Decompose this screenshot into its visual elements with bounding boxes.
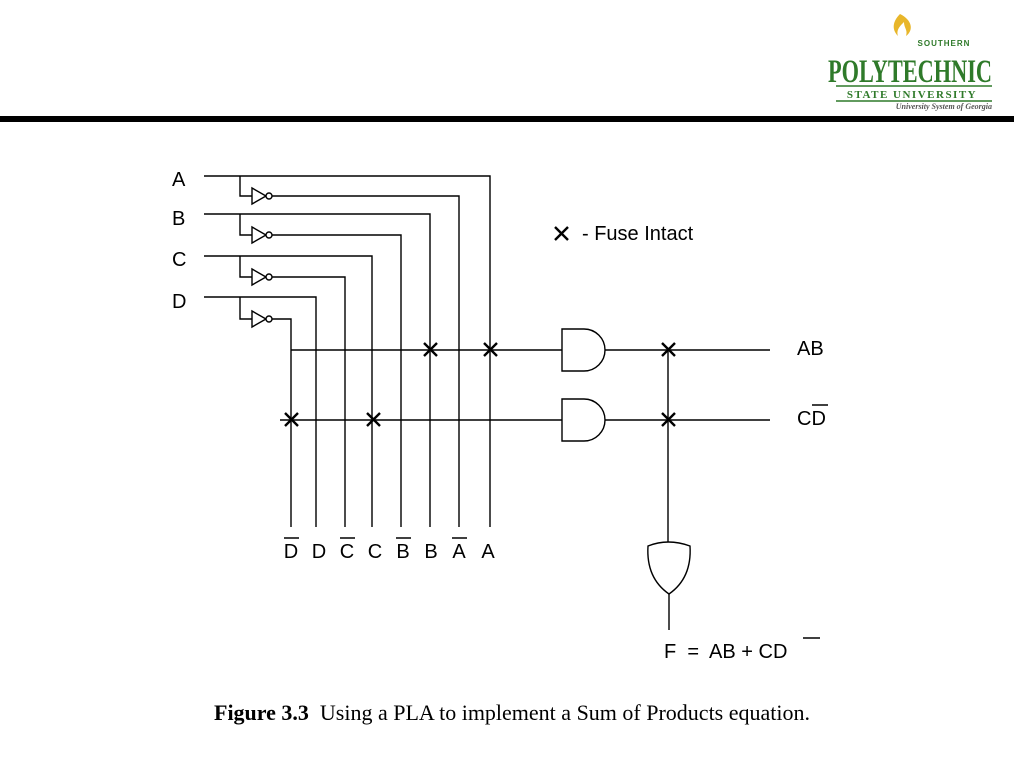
- and-gate-2: [561, 398, 606, 442]
- fuse-marks: [284, 342, 676, 427]
- inverter-d: [239, 297, 292, 527]
- and-gate-1: [561, 328, 606, 372]
- output-equation: F = AB + CD: [664, 641, 787, 663]
- output-equation-prefix: F = AB + C: [664, 641, 773, 663]
- figure-caption-text: Using a PLA to implement a Sum of Produc…: [319, 700, 810, 725]
- column-labels: D D C C B B A A: [284, 537, 495, 563]
- inverter-b: [239, 214, 402, 527]
- term-label-cd-prefix: C: [797, 408, 811, 430]
- column-label-a: A: [481, 541, 495, 563]
- polytechnic-logo: SOUTHERN POLYTECHNIC STATE UNIVERSITY Un…: [828, 14, 992, 111]
- inverter-c: [239, 256, 346, 527]
- fuse-mark: [483, 342, 498, 357]
- logo-main-text: POLYTECHNIC: [828, 54, 992, 90]
- column-label-not-a: A: [452, 541, 466, 563]
- term-label-ab: AB: [797, 338, 824, 360]
- figure-caption: Figure 3.3 Using a PLA to implement a Su…: [0, 700, 1024, 726]
- logo-sub-text: STATE UNIVERSITY: [847, 89, 977, 101]
- legend-text: - Fuse Intact: [582, 223, 694, 245]
- input-lines: [204, 175, 491, 527]
- fuse-mark: [366, 412, 381, 427]
- logo-tagline: University System of Georgia: [896, 102, 992, 111]
- term-label-cd-bar: D: [811, 408, 825, 430]
- input-label-c: C: [172, 249, 186, 271]
- term-label-cd: CD: [797, 408, 826, 430]
- input-label-b: B: [172, 208, 185, 230]
- flame-icon: [893, 14, 911, 36]
- column-label-c: C: [368, 541, 382, 563]
- fuse-mark: [661, 412, 676, 427]
- fuse-mark: [661, 342, 676, 357]
- column-label-not-d: D: [284, 541, 298, 563]
- column-label-d: D: [312, 541, 326, 563]
- figure-number: Figure 3.3: [214, 700, 309, 725]
- logo-top-text: SOUTHERN: [918, 39, 971, 48]
- inverter-a: [239, 176, 460, 527]
- or-gate: [647, 541, 691, 595]
- fuse-mark: [284, 412, 299, 427]
- fuse-mark: [423, 342, 438, 357]
- column-label-not-c: C: [340, 541, 354, 563]
- header-rule: [0, 116, 1014, 122]
- column-label-b: B: [424, 541, 437, 563]
- input-label-a: A: [172, 169, 186, 191]
- column-label-not-b: B: [396, 541, 409, 563]
- output-equation-bar: D: [773, 641, 787, 663]
- input-label-d: D: [172, 291, 186, 313]
- legend-fuse-icon: [554, 226, 569, 241]
